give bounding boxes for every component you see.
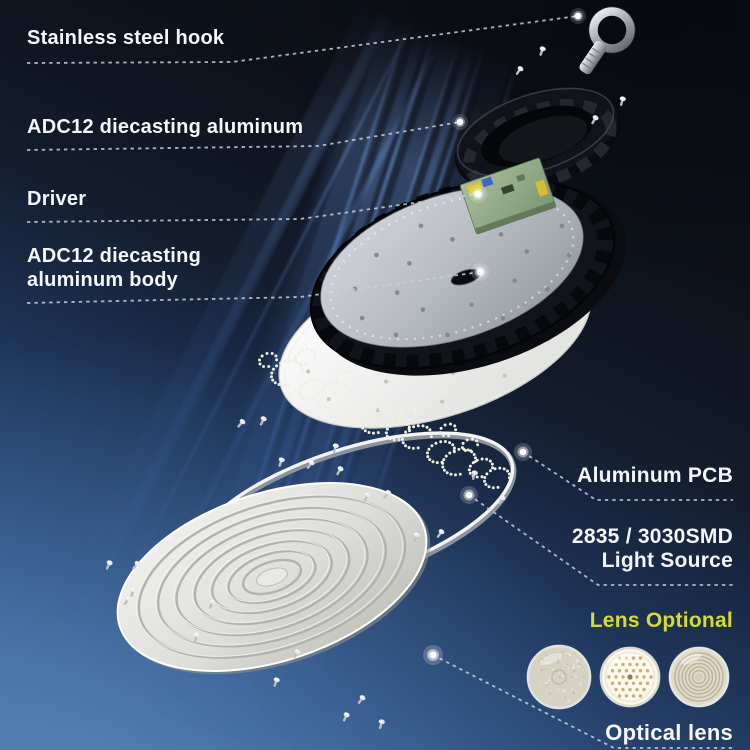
frosted-diffuser-lens-icon [526, 644, 592, 710]
heatsink-body-graphic [309, 177, 627, 376]
label-lens-optional: Lens Optional [589, 609, 733, 632]
label-body-line2: aluminum body [27, 269, 179, 291]
top-cover-graphic [454, 87, 622, 193]
led-array-graphic [258, 347, 511, 490]
label-adc12-diecasting-aluminum: ADC12 diecasting aluminum [27, 116, 304, 138]
honeycomb-optic-lens-icon [599, 646, 661, 708]
label-light-source-line1: 2835 / 3030SMD [571, 525, 733, 548]
label-body-line1: ADC12 diecasting [27, 245, 202, 267]
fresnel-optic-lens-icon [668, 646, 730, 708]
leader-dots [423, 8, 586, 665]
optical-lens-graphic [116, 482, 431, 675]
label-light-source: 2835 / 3030SMD Light Source [572, 525, 733, 573]
label-stainless-steel-hook: Stainless steel hook [27, 27, 225, 49]
label-adc12-diecasting-aluminum-body: ADC12 diecasting aluminum body [27, 244, 201, 292]
eye-hook-graphic [579, 6, 636, 75]
label-light-source-line2: Light Source [601, 548, 733, 572]
label-driver: Driver [27, 188, 87, 210]
label-aluminum-pcb: Aluminum PCB [577, 464, 733, 487]
lens-options-graphic [526, 644, 730, 710]
leader-lines [26, 15, 733, 749]
label-optical-lens: Optical lens [605, 720, 733, 745]
